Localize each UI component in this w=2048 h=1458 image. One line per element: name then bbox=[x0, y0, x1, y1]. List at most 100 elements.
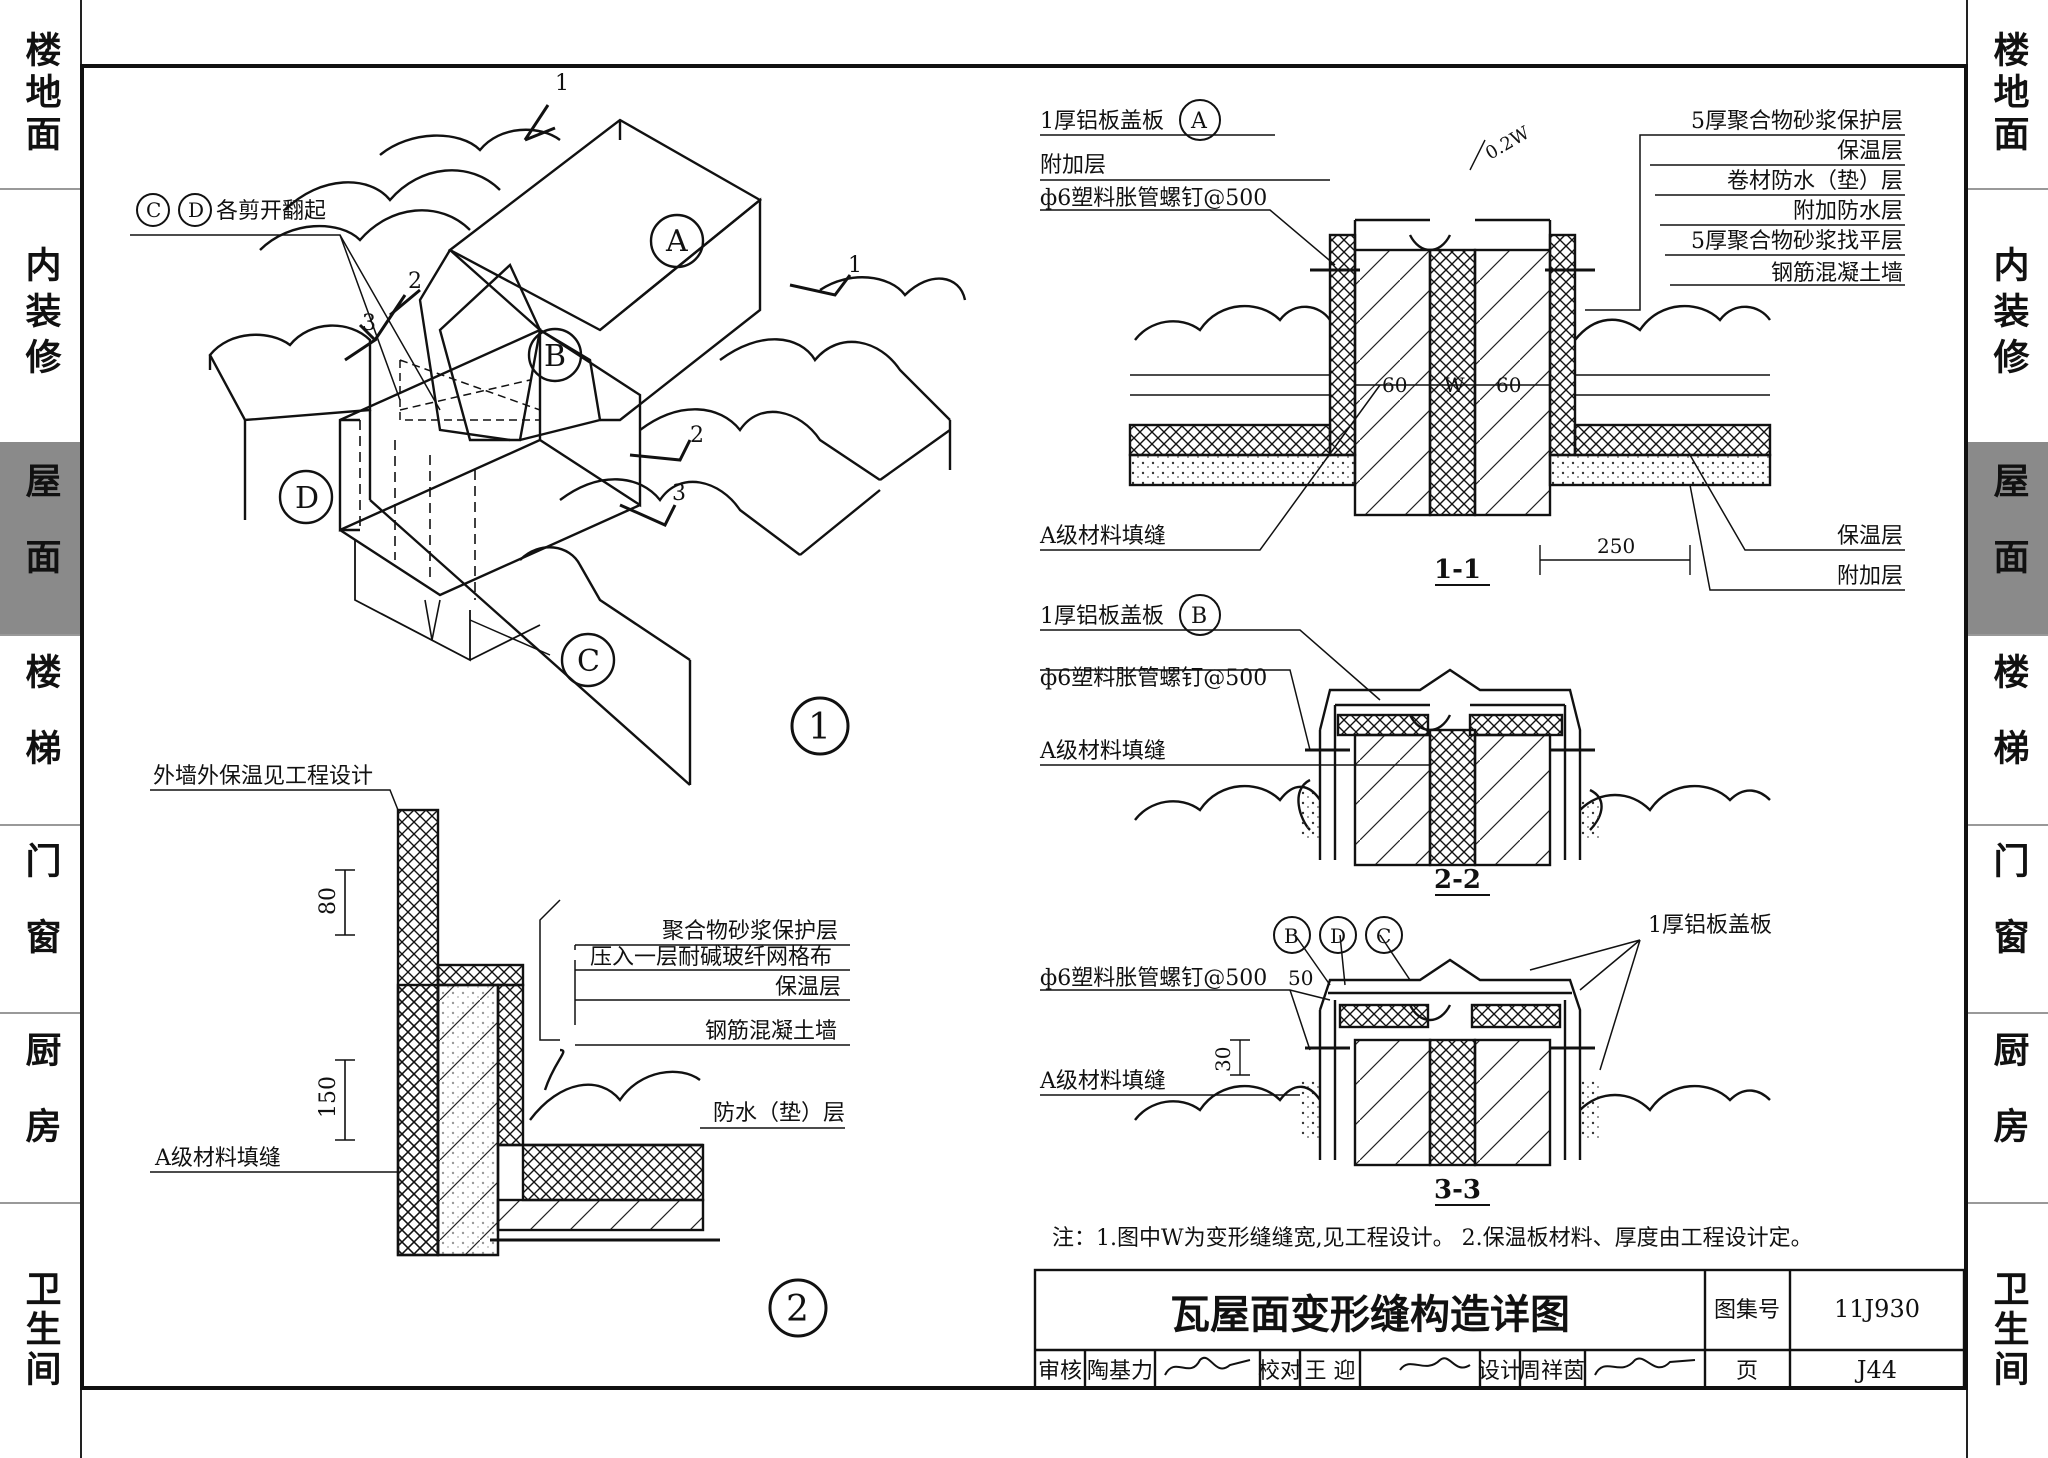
title-block-text: 瓦屋面变形缝构造详图 图集号 11J930 审核 陶基力 校对 王 迎 设计 周… bbox=[1038, 1292, 1920, 1384]
label-additional: 附加层 bbox=[1040, 153, 1106, 178]
ref-d: D bbox=[1330, 924, 1346, 948]
label-mesh: 压入一层耐碱玻纤网格布 bbox=[590, 945, 832, 970]
tab-kitchen[interactable]: 厨房 bbox=[1968, 1012, 2048, 1204]
component-label-b: B bbox=[544, 339, 566, 374]
drawing-sheet bbox=[80, 64, 1968, 1390]
review-label: 审核 bbox=[1038, 1359, 1082, 1384]
dim-60-left: 60 bbox=[1382, 373, 1407, 397]
checker-name: 王 迎 bbox=[1305, 1359, 1356, 1384]
tab-label: 屋面 bbox=[1987, 462, 2029, 614]
layer-r3: 卷材防水（垫）层 bbox=[1727, 169, 1903, 194]
note-ref-d: D bbox=[188, 198, 204, 222]
tab-label: 门窗 bbox=[1987, 842, 2029, 994]
cut-label-1b: 1 bbox=[848, 253, 862, 278]
left-side-tabs: 楼地面 内装修 屋面 楼梯 门窗 厨房 卫生间 bbox=[0, 0, 82, 1458]
detail-2-labels: 外墙外保温见工程设计 80 150 A级材料填缝 聚合物砂浆保护层 压入一层耐碱… bbox=[153, 764, 845, 1330]
note-cut-open: 各剪开翻起 bbox=[216, 199, 326, 224]
tab-stairs[interactable]: 楼梯 bbox=[1968, 634, 2048, 826]
label-waterproof: 防水（垫）层 bbox=[713, 1101, 845, 1126]
cut-label-3: 3 bbox=[362, 311, 376, 336]
reviewer-name: 陶基力 bbox=[1087, 1359, 1153, 1384]
component-label-c: C bbox=[577, 644, 600, 679]
reviewer-signature bbox=[1164, 1356, 1251, 1376]
label-screw: ф6塑料胀管螺钉@500 bbox=[1040, 966, 1267, 991]
tab-bathroom[interactable]: 卫生间 bbox=[0, 1202, 80, 1458]
dim-50: 50 bbox=[1288, 966, 1313, 990]
detail-2-section bbox=[150, 789, 850, 1338]
tab-label: 厨房 bbox=[1987, 1031, 2029, 1183]
tab-label: 内装修 bbox=[1987, 246, 2029, 384]
label-insulation: 保温层 bbox=[775, 975, 841, 1000]
label-fill: A级材料填缝 bbox=[1039, 1069, 1166, 1094]
section-title-1-1: 1-1 bbox=[1434, 555, 1481, 585]
section-3-3-labels: B D C ф6塑料胀管螺钉@500 50 30 A级材料填缝 1厚铝板盖板 3… bbox=[1039, 913, 1772, 1205]
tab-doors-windows[interactable]: 门窗 bbox=[0, 824, 80, 1014]
label-fill: A级材料填缝 bbox=[1039, 739, 1166, 764]
layer-r1: 5厚聚合物砂浆保护层 bbox=[1691, 109, 1903, 134]
note-ref-c: C bbox=[146, 198, 161, 222]
atlas-number: 11J930 bbox=[1834, 1295, 1920, 1323]
drawing-title: 瓦屋面变形缝构造详图 bbox=[1170, 1292, 1570, 1338]
detail-marker-2: 2 bbox=[786, 1289, 809, 1330]
tab-label: 楼地面 bbox=[1987, 31, 2029, 157]
dim-60-right: 60 bbox=[1496, 373, 1521, 397]
layer-r4: 附加防水层 bbox=[1793, 199, 1903, 224]
label-fill: A级材料填缝 bbox=[1039, 524, 1166, 549]
tab-label: 楼梯 bbox=[19, 653, 61, 805]
designer-signature bbox=[1594, 1357, 1696, 1376]
tab-label: 卫生间 bbox=[1987, 1270, 2029, 1390]
tab-label: 内装修 bbox=[19, 246, 61, 384]
section-2-2-labels: 1厚铝板盖板 B ф6塑料胀管螺钉@500 A级材料填缝 2-2 bbox=[1039, 604, 1481, 895]
label-screw: ф6塑料胀管螺钉@500 bbox=[1040, 186, 1267, 211]
tab-floor[interactable]: 楼地面 bbox=[0, 0, 80, 190]
title-block bbox=[1033, 1268, 1966, 1390]
tab-label: 屋面 bbox=[19, 462, 61, 614]
layer-r7: 保温层 bbox=[1837, 524, 1903, 549]
plate-label: 1厚铝板盖板 bbox=[1040, 604, 1164, 629]
label-external-wall: 外墙外保温见工程设计 bbox=[153, 764, 373, 789]
layer-r2: 保温层 bbox=[1837, 139, 1903, 164]
plate-ref-b: B bbox=[1191, 604, 1207, 629]
dim-w: W bbox=[1444, 373, 1465, 397]
design-label: 设计 bbox=[1478, 1359, 1522, 1384]
tab-interior[interactable]: 内装修 bbox=[0, 188, 80, 444]
label-fill: A级材料填缝 bbox=[154, 1146, 281, 1171]
section-title-2-2: 2-2 bbox=[1434, 865, 1481, 895]
component-label-a: A bbox=[665, 224, 688, 259]
section-2-2 bbox=[1040, 594, 1771, 896]
tab-bathroom[interactable]: 卫生间 bbox=[1968, 1202, 2048, 1458]
layer-r8: 附加层 bbox=[1837, 564, 1903, 589]
cut-label-2: 2 bbox=[408, 269, 422, 294]
label-mortar: 聚合物砂浆保护层 bbox=[662, 919, 838, 944]
tab-floor[interactable]: 楼地面 bbox=[1968, 0, 2048, 190]
ref-b: B bbox=[1284, 924, 1299, 948]
tab-doors-windows[interactable]: 门窗 bbox=[1968, 824, 2048, 1014]
tab-roof[interactable]: 屋面 bbox=[0, 442, 80, 636]
detail-marker-1: 1 bbox=[808, 707, 831, 748]
tab-label: 门窗 bbox=[19, 842, 61, 994]
tab-roof[interactable]: 屋面 bbox=[1968, 442, 2048, 636]
dim-80: 80 bbox=[316, 887, 341, 915]
layer-r6: 钢筋混凝土墙 bbox=[1771, 261, 1903, 286]
tab-label: 卫生间 bbox=[19, 1270, 61, 1390]
dim-30: 30 bbox=[1211, 1047, 1235, 1072]
detail-1-labels: 1 1 2 2 3 3 A B C D C D 各剪开翻起 1 bbox=[146, 71, 862, 748]
plate-label: 1厚铝板盖板 bbox=[1648, 913, 1772, 938]
drawing-notes: 注：1.图中W为变形缝缝宽,见工程设计。 2.保温板材料、厚度由工程设计定。 bbox=[1052, 1226, 1813, 1251]
tab-label: 楼地面 bbox=[19, 31, 61, 157]
label-screw: ф6塑料胀管螺钉@500 bbox=[1040, 666, 1267, 691]
section-title-3-3: 3-3 bbox=[1434, 1175, 1481, 1205]
designer-name: 周祥茵 bbox=[1519, 1359, 1585, 1384]
component-label-d: D bbox=[295, 481, 319, 516]
tab-label: 厨房 bbox=[19, 1031, 61, 1183]
label-concrete: 钢筋混凝土墙 bbox=[705, 1019, 837, 1044]
dim-250: 250 bbox=[1597, 534, 1635, 558]
page-number: J44 bbox=[1854, 1356, 1897, 1384]
page-label: 页 bbox=[1736, 1359, 1758, 1384]
tab-stairs[interactable]: 楼梯 bbox=[0, 634, 80, 826]
cut-label-1: 1 bbox=[555, 71, 569, 96]
tab-kitchen[interactable]: 厨房 bbox=[0, 1012, 80, 1204]
cut-label-2b: 2 bbox=[690, 423, 704, 448]
layer-r5: 5厚聚合物砂浆找平层 bbox=[1691, 229, 1903, 254]
